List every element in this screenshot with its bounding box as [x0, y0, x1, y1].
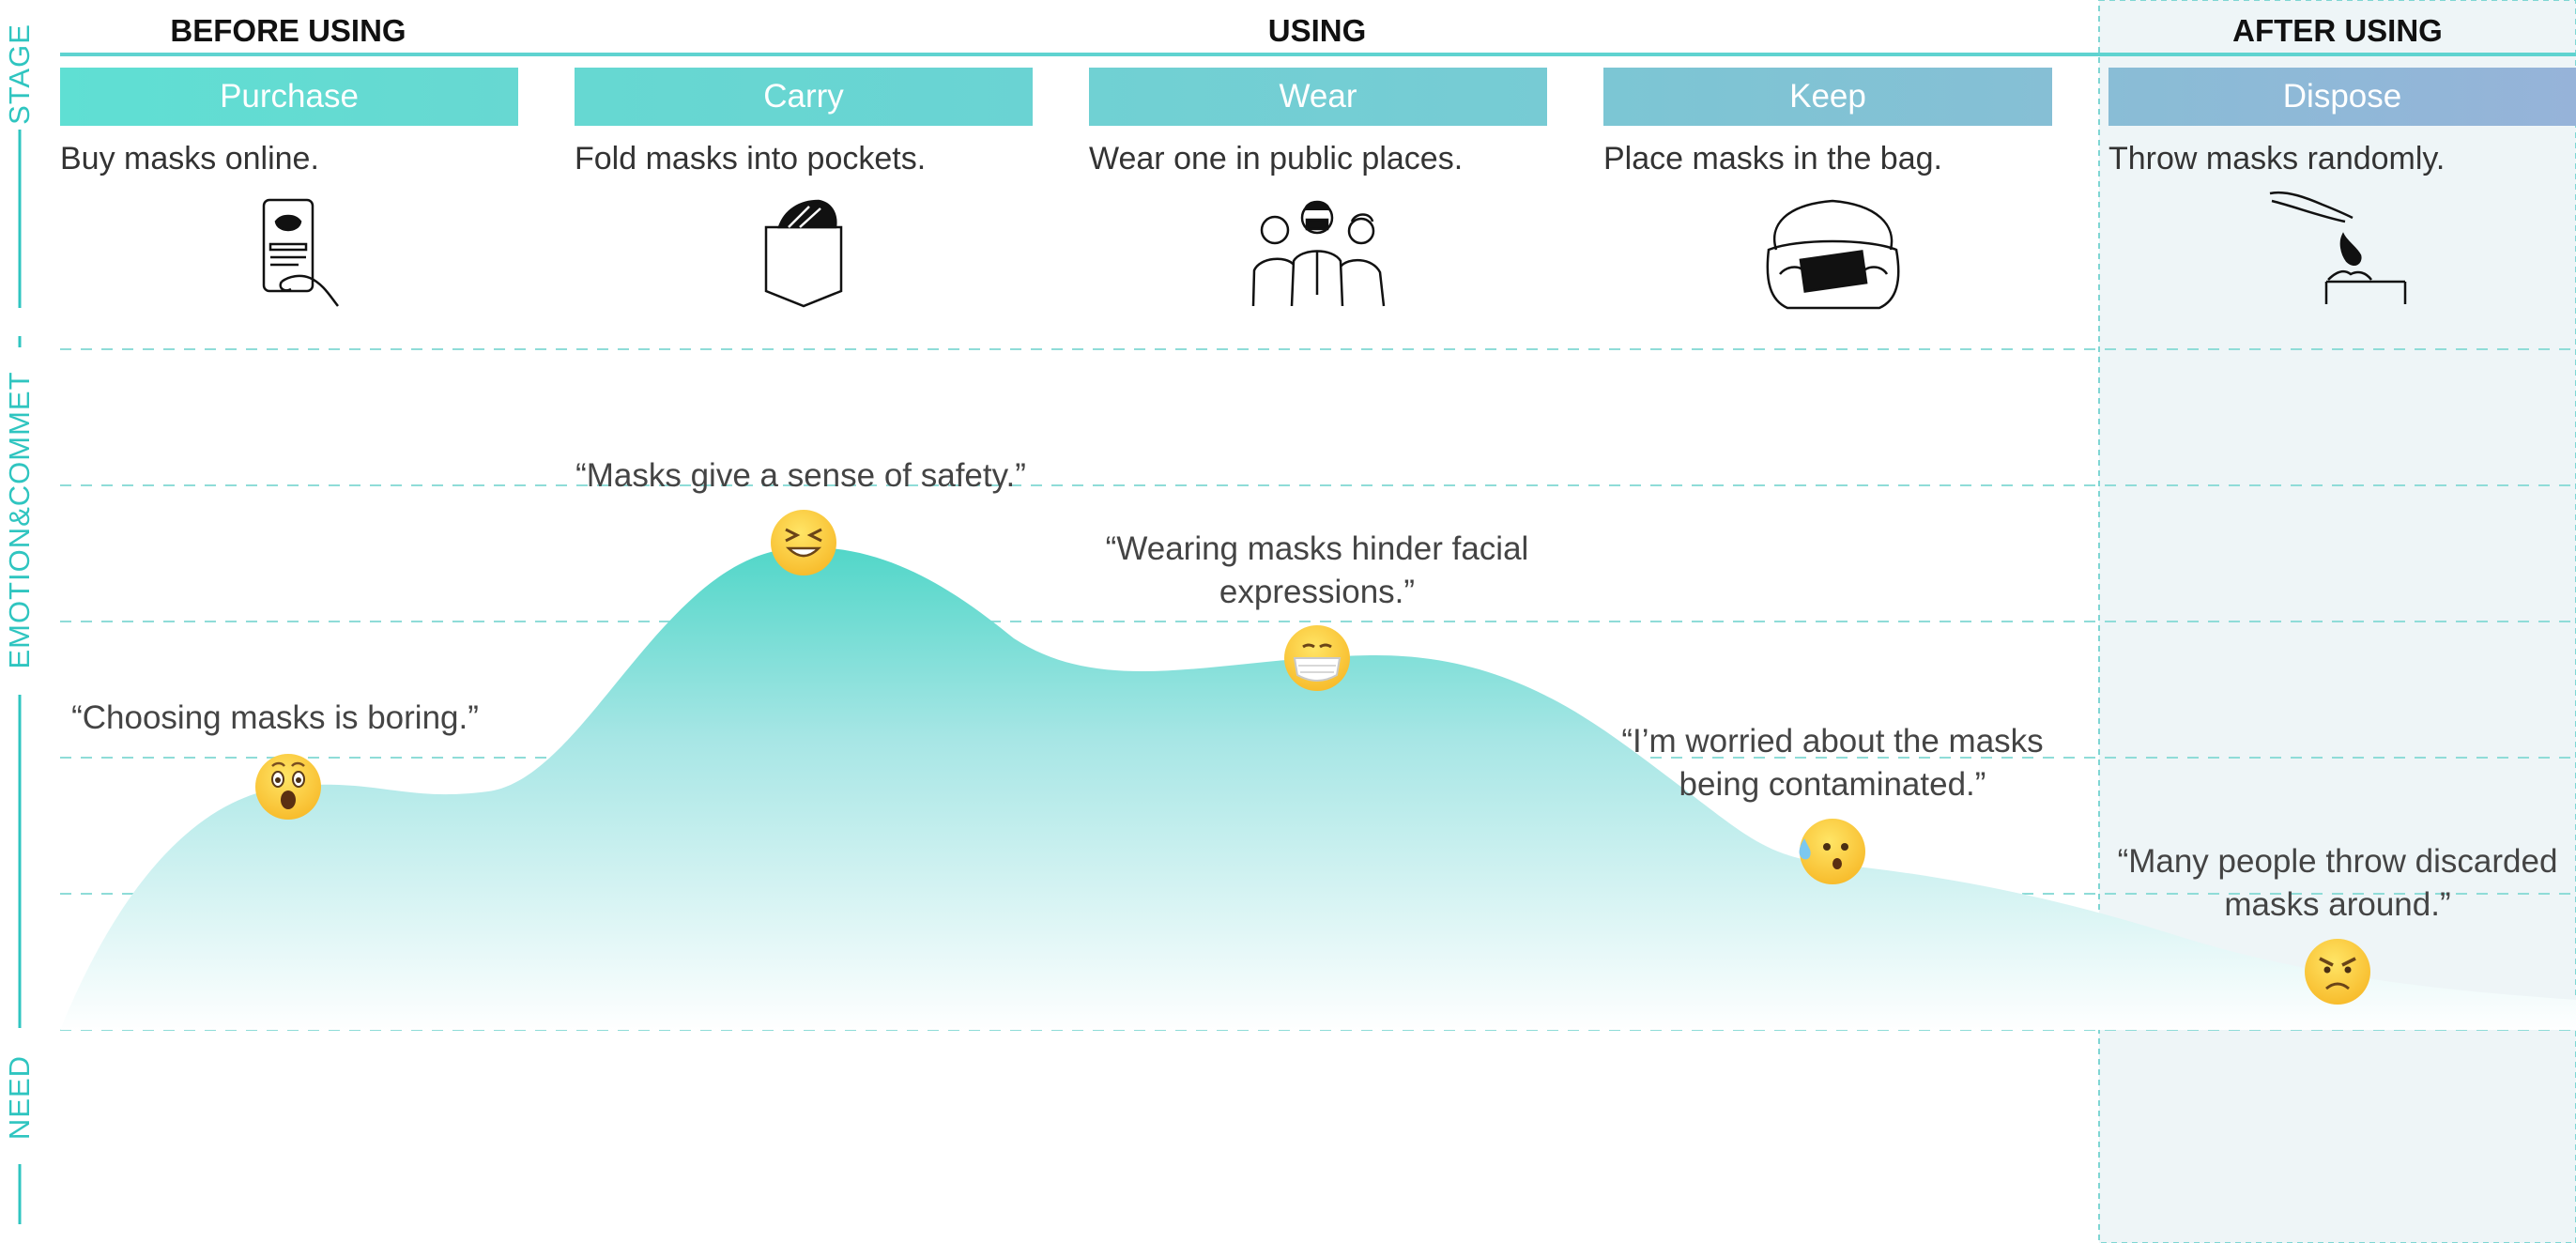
stage-wear: Wear	[1089, 68, 1547, 126]
astonished-face-icon	[255, 754, 321, 820]
comment-wear: “Wearing masks hinder facial expressions…	[1105, 530, 1529, 610]
stage-desc-dispose: Throw masks randomly.	[2108, 141, 2446, 176]
stage-desc-carry: Fold masks into pockets.	[575, 141, 927, 176]
phone-mask-shopping-icon	[262, 198, 339, 307]
phase-after-using: AFTER USING	[2232, 13, 2443, 48]
comment-carry: “Masks give a sense of safety.”	[575, 457, 1026, 494]
stage-dispose: Dispose	[2108, 68, 2576, 126]
phase-before-using: BEFORE USING	[170, 13, 406, 48]
pocket-mask-icon	[764, 199, 843, 308]
stage-carry: Carry	[575, 68, 1033, 126]
comment-purchase: “Choosing masks is boring.”	[71, 699, 479, 736]
grinning-squint-face-icon	[771, 510, 836, 575]
comment-keep: “I’m worried about the masks being conta…	[1621, 723, 2044, 803]
stage-desc-keep: Place masks in the bag.	[1603, 141, 1942, 176]
stage-keep: Keep	[1603, 68, 2052, 126]
angry-face-icon	[2305, 939, 2370, 1005]
bag-with-masks-icon	[1766, 199, 1900, 310]
people-wearing-masks-icon	[1251, 200, 1386, 307]
hand-dropping-mask-icon	[2269, 191, 2407, 304]
stage-purchase: Purchase	[60, 68, 518, 126]
comment-dispose: “Many people throw discarded masks aroun…	[2117, 843, 2558, 923]
anxious-sweat-face-icon	[1799, 819, 1865, 884]
stage-desc-wear: Wear one in public places.	[1089, 141, 1464, 176]
stage-desc-purchase: Buy masks online.	[60, 141, 319, 176]
face-with-mask-icon	[1284, 625, 1350, 691]
emotion-curve-area	[60, 547, 2576, 1030]
phase-using: USING	[1267, 13, 1367, 48]
